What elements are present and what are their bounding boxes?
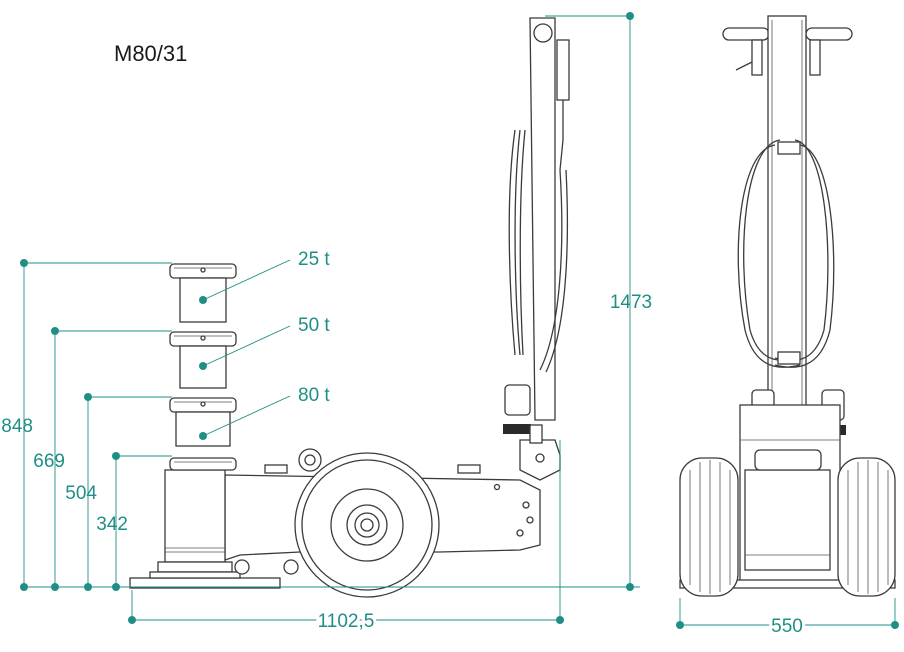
width-label: 550 <box>771 616 803 637</box>
side-view-jack <box>129 17 570 598</box>
saddle-extension-80t <box>169 397 237 447</box>
saddle-extension-25t <box>169 263 237 323</box>
height-label-848: 848 <box>1 416 33 437</box>
width-dimension <box>676 598 899 629</box>
height-dimensions <box>20 259 640 591</box>
capacity-leaders <box>199 259 291 440</box>
saddle-extension-50t <box>169 331 237 389</box>
length-dimension <box>128 440 564 624</box>
capacity-label-80t: 80 t <box>298 385 330 406</box>
overall-height-dimension <box>545 12 634 591</box>
height-label-342: 342 <box>96 514 128 535</box>
height-label-669: 669 <box>33 451 65 472</box>
capacity-label-50t: 50 t <box>298 315 330 336</box>
capacity-label-25t: 25 t <box>298 249 330 270</box>
model-label: M80/31 <box>114 41 187 66</box>
height-label-504: 504 <box>65 483 97 504</box>
overall-height-label: 1473 <box>610 292 652 313</box>
front-view-jack <box>679 15 896 597</box>
length-label: 1102,5 <box>318 611 375 632</box>
